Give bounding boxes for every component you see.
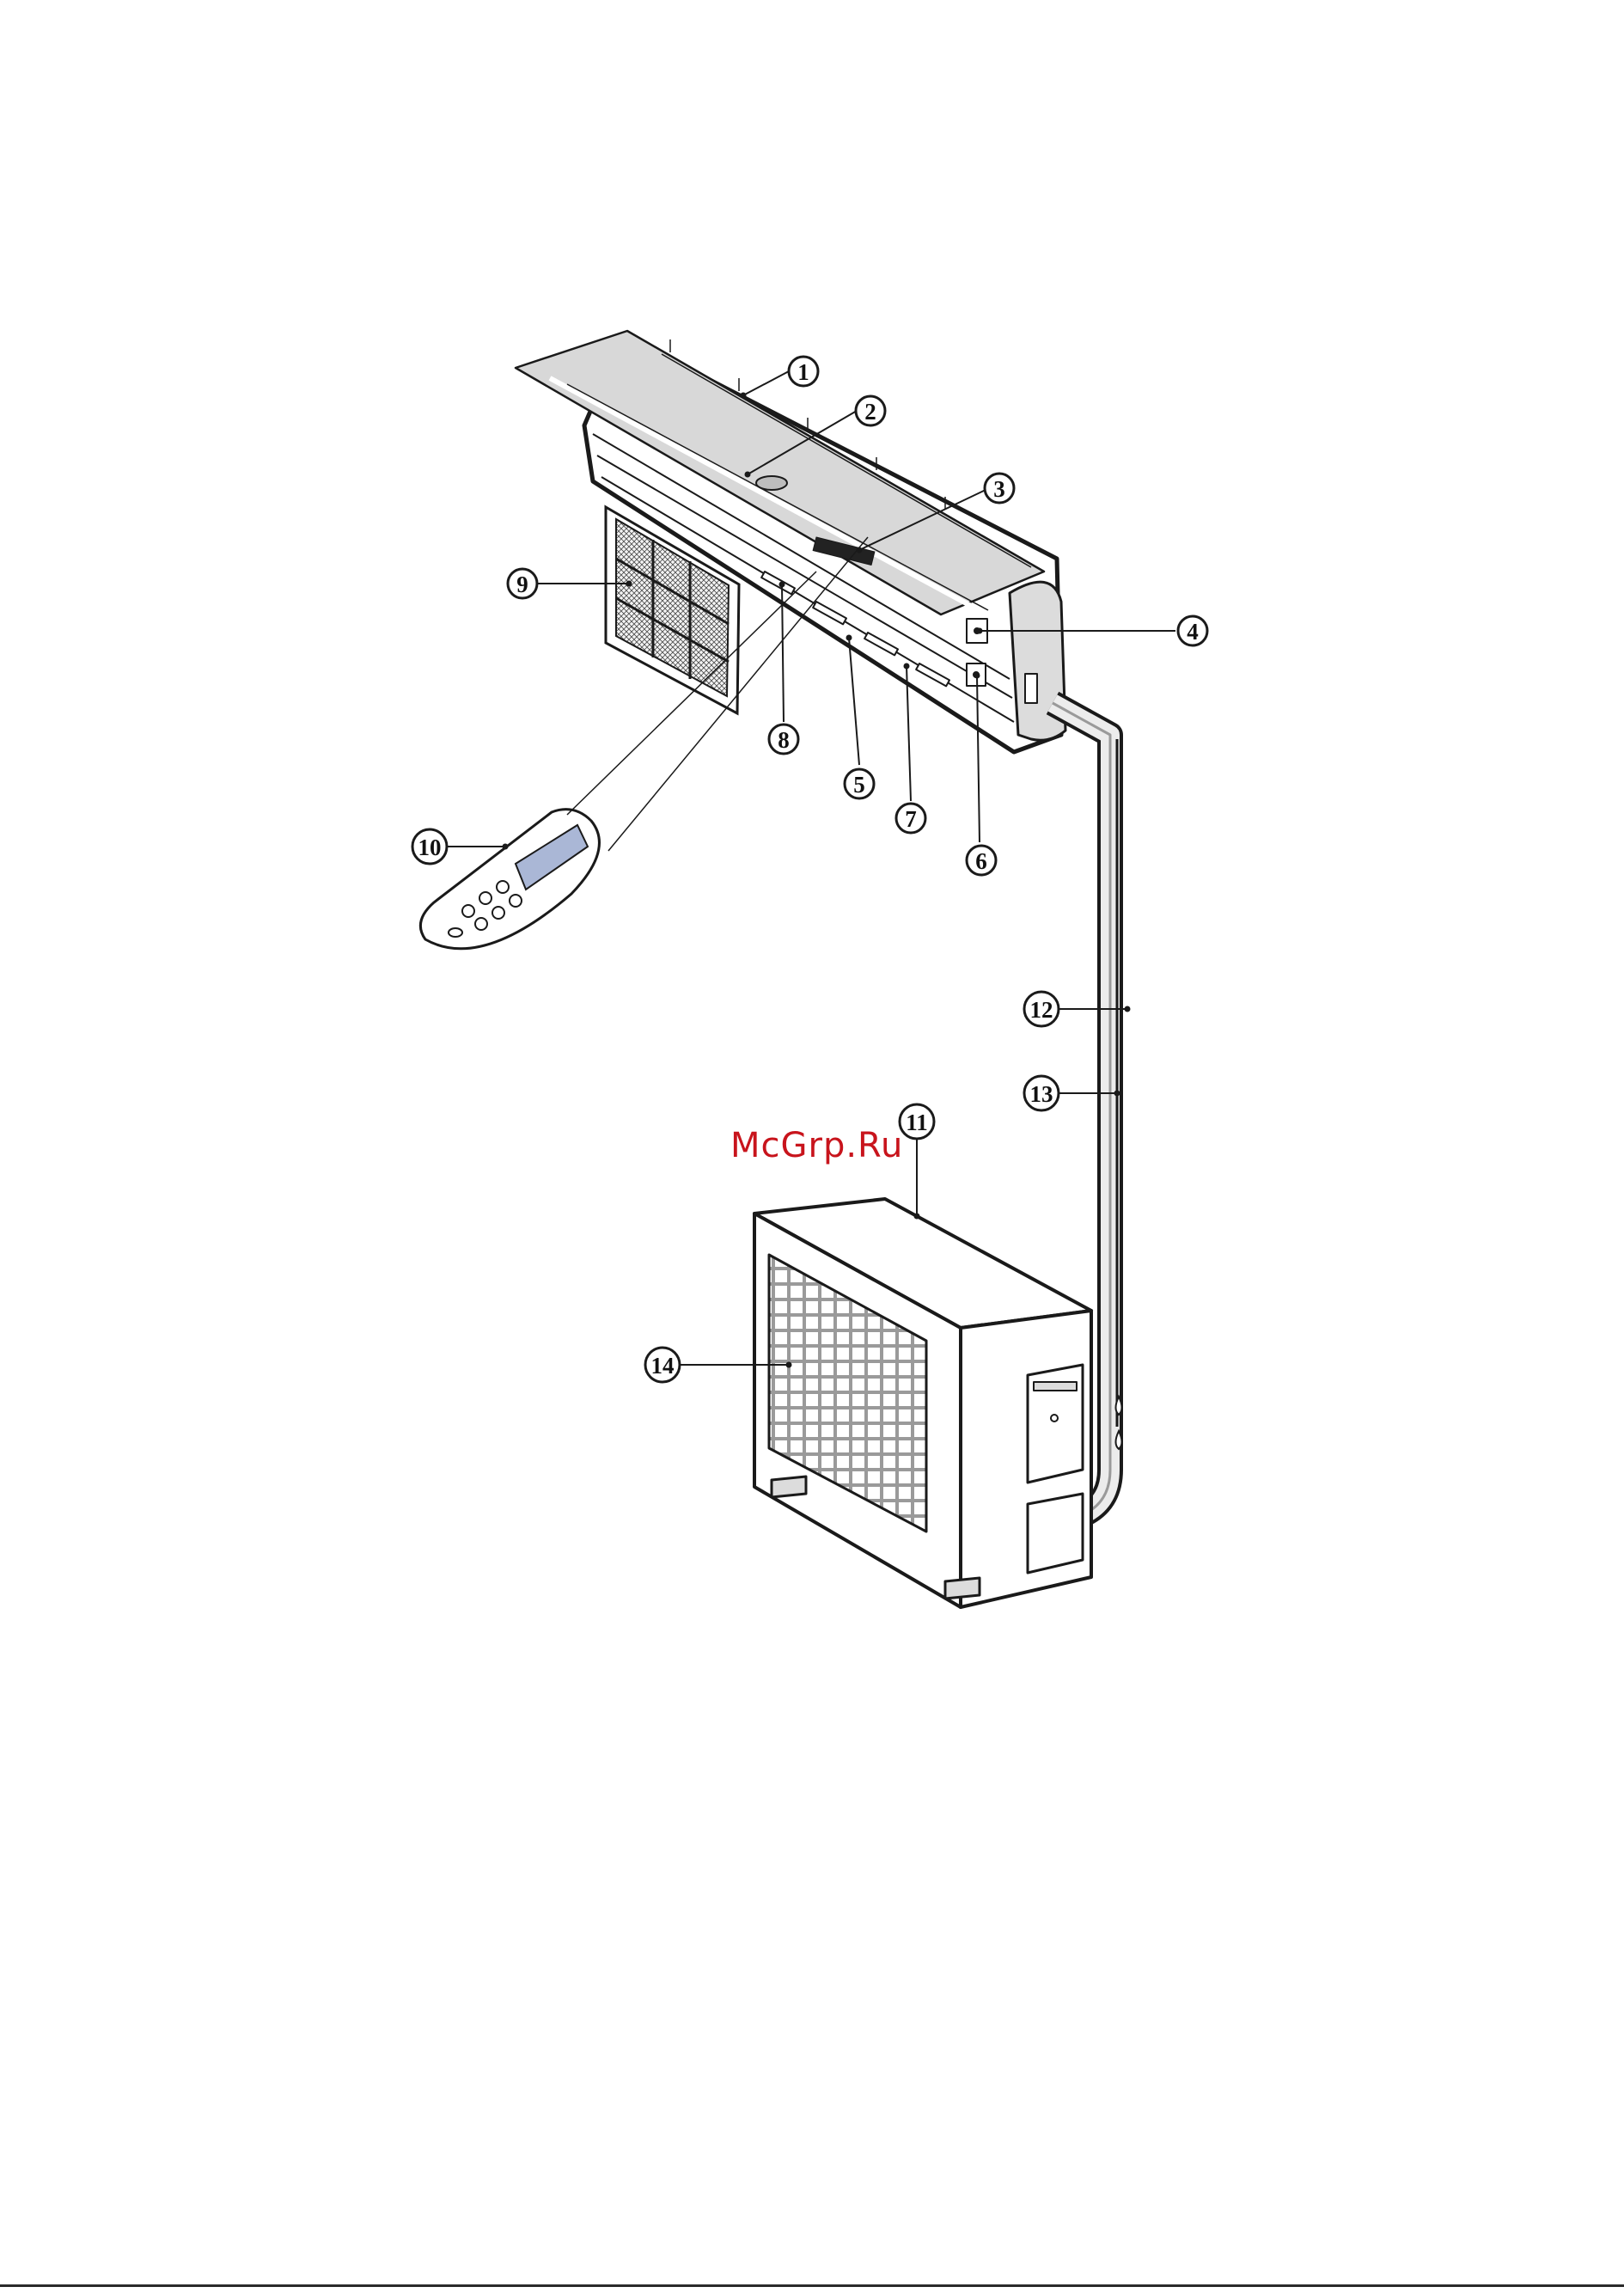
callout-1-label: 1 — [797, 359, 809, 385]
callout-13-label: 13 — [1030, 1081, 1053, 1107]
remote-control — [420, 810, 599, 949]
callout-4: 4 — [1178, 616, 1207, 645]
callout-2-label: 2 — [864, 399, 876, 425]
panel-handle — [756, 476, 787, 490]
callout-8-label: 8 — [778, 727, 790, 753]
callout-4-label: 4 — [1187, 619, 1199, 645]
side-vent — [1025, 674, 1037, 703]
callout-7-label: 7 — [905, 806, 917, 832]
foot-left — [772, 1477, 806, 1497]
callout-10-label: 10 — [418, 835, 442, 860]
callout-5: 5 — [845, 769, 874, 798]
callout-3-label: 3 — [993, 476, 1005, 502]
callout-12: 12 — [1024, 992, 1059, 1026]
indoor-unit — [516, 331, 1065, 752]
callout-6-label: 6 — [975, 848, 987, 874]
callout-2: 2 — [856, 396, 885, 425]
callout-9-label: 9 — [516, 572, 528, 597]
callout-5-label: 5 — [853, 772, 865, 798]
callout-7: 7 — [896, 804, 925, 833]
callout-14-label: 14 — [651, 1353, 675, 1379]
footer-strip — [0, 2284, 1624, 2287]
callout-1: 1 — [789, 357, 818, 386]
callout-9: 9 — [508, 569, 537, 598]
callout-10: 10 — [412, 829, 447, 864]
callout-12-label: 12 — [1030, 997, 1053, 1023]
callout-8: 8 — [769, 725, 798, 754]
callout-11-label: 11 — [906, 1110, 928, 1135]
callout-13: 13 — [1024, 1076, 1059, 1110]
callout-6: 6 — [967, 846, 996, 875]
callout-3: 3 — [985, 474, 1014, 503]
foot-right — [945, 1578, 980, 1599]
watermark: McGrp.Ru — [730, 1126, 903, 1165]
callout-14: 14 — [645, 1348, 680, 1382]
outdoor-unit — [754, 1199, 1091, 1607]
callout-11: 11 — [900, 1104, 934, 1139]
lower-panel — [1028, 1494, 1083, 1573]
